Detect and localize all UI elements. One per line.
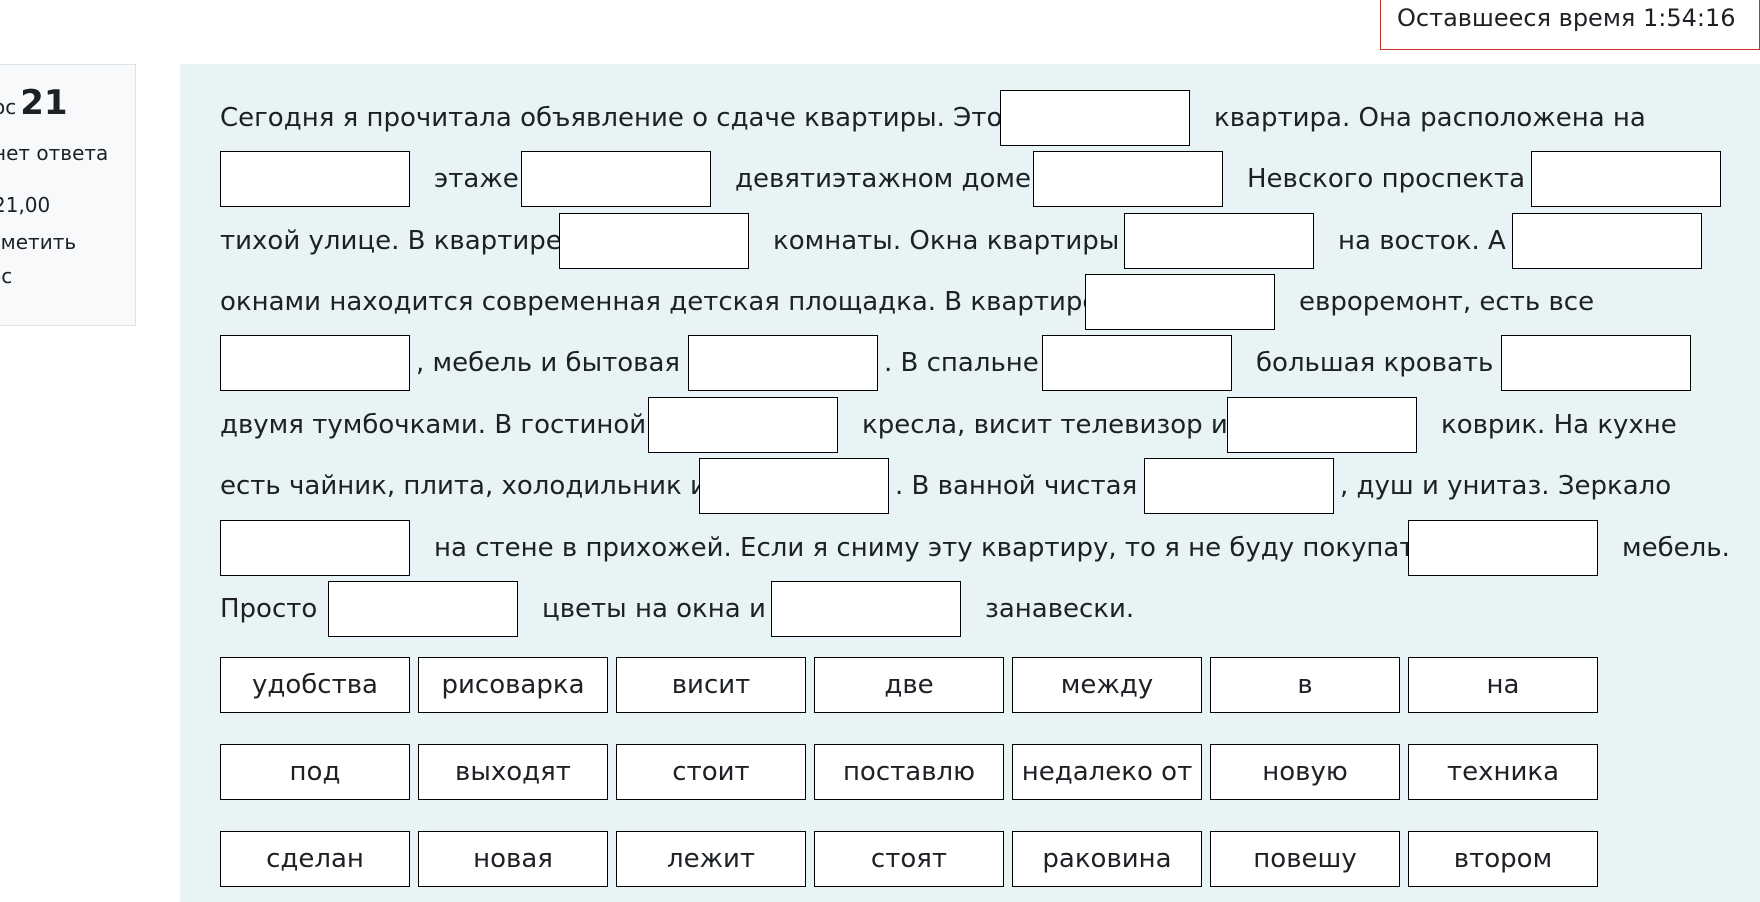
time-remaining: Оставшееся время 1:54:16 xyxy=(1380,0,1760,50)
drop-zone-13[interactable] xyxy=(1501,335,1691,391)
text-fragment: занавески. xyxy=(985,594,1135,624)
question-label: ос xyxy=(0,95,17,119)
drop-zone-14[interactable] xyxy=(648,397,838,453)
drop-zone-20[interactable] xyxy=(328,581,518,637)
text-fragment: двумя тумбочками. В гостиной xyxy=(220,410,647,440)
flag-question-link[interactable]: тметить ос xyxy=(0,225,76,293)
drop-zone-18[interactable] xyxy=(220,520,410,576)
question-number-value: 21 xyxy=(20,83,68,123)
choice-vtorom[interactable]: втором xyxy=(1408,831,1598,887)
text-fragment: , душ и унитаз. Зеркало xyxy=(1340,471,1672,501)
text-fragment: , мебель и бытовая xyxy=(416,348,681,378)
question-content: Сегодня я прочитала объявление о сдаче к… xyxy=(180,64,1760,902)
text-fragment: этаже xyxy=(434,164,519,194)
text-fragment: есть чайник, плита, холодильник и xyxy=(220,471,707,501)
choice-poveshu[interactable]: повешу xyxy=(1210,831,1400,887)
choice-na[interactable]: на xyxy=(1408,657,1598,713)
text-fragment: цветы на окна и xyxy=(542,594,766,624)
drop-zone-21[interactable] xyxy=(771,581,961,637)
text-fragment: Невского проспекта xyxy=(1247,164,1526,194)
question-info-panel: ос21 нет ответа 21,00 тметить ос xyxy=(0,64,136,326)
text-fragment: кресла, висит телевизор и xyxy=(862,410,1228,440)
drop-zone-15[interactable] xyxy=(1227,397,1417,453)
flag-label-line1: тметить xyxy=(0,230,77,254)
choice-v[interactable]: в xyxy=(1210,657,1400,713)
drop-zone-10[interactable] xyxy=(220,335,410,391)
choice-dve[interactable]: две xyxy=(814,657,1004,713)
question-status: нет ответа xyxy=(0,141,109,165)
text-fragment: евроремонт, есть все xyxy=(1299,287,1595,317)
drop-zone-7[interactable] xyxy=(1124,213,1314,269)
choice-udobstva[interactable]: удобства xyxy=(220,657,410,713)
drop-zone-1[interactable] xyxy=(1000,90,1190,146)
drop-zone-3[interactable] xyxy=(521,151,711,207)
text-fragment: мебель. xyxy=(1622,533,1730,563)
drop-zone-4[interactable] xyxy=(1033,151,1223,207)
text-fragment: большая кровать xyxy=(1256,348,1494,378)
text-fragment: Просто xyxy=(220,594,318,624)
choice-vykhodyat[interactable]: выходят xyxy=(418,744,608,800)
drop-zone-6[interactable] xyxy=(559,213,749,269)
drop-zone-17[interactable] xyxy=(1144,458,1334,514)
drop-zone-16[interactable] xyxy=(699,458,889,514)
choice-rakovina[interactable]: раковина xyxy=(1012,831,1202,887)
choice-novuyu[interactable]: новую xyxy=(1210,744,1400,800)
choice-stoyat[interactable]: стоят xyxy=(814,831,1004,887)
drop-zone-19[interactable] xyxy=(1408,520,1598,576)
choice-risovarka[interactable]: рисоварка xyxy=(418,657,608,713)
choice-mezhdu[interactable]: между xyxy=(1012,657,1202,713)
drop-zone-11[interactable] xyxy=(688,335,878,391)
drop-zone-12[interactable] xyxy=(1042,335,1232,391)
question-number: ос21 xyxy=(0,83,68,123)
choice-nedaleko-ot[interactable]: недалеко от xyxy=(1012,744,1202,800)
choice-pod[interactable]: под xyxy=(220,744,410,800)
choice-postavlyu[interactable]: поставлю xyxy=(814,744,1004,800)
text-fragment: комнаты. Окна квартиры xyxy=(773,226,1120,256)
drop-zone-8[interactable] xyxy=(1512,213,1702,269)
choice-visit[interactable]: висит xyxy=(616,657,806,713)
choice-stoit[interactable]: стоит xyxy=(616,744,806,800)
text-fragment: квартира. Она расположена на xyxy=(1214,103,1646,133)
choice-tekhnika[interactable]: техника xyxy=(1408,744,1598,800)
text-fragment: на стене в прихожей. Если я сниму эту кв… xyxy=(434,533,1430,563)
flag-label-line2: ос xyxy=(0,264,13,288)
text-fragment: девятиэтажном доме xyxy=(735,164,1032,194)
text-fragment: Сегодня я прочитала объявление о сдаче к… xyxy=(220,103,1003,133)
text-fragment: на восток. А xyxy=(1338,226,1506,256)
choice-lezhit[interactable]: лежит xyxy=(616,831,806,887)
drop-zone-9[interactable] xyxy=(1085,274,1275,330)
choice-sdelan[interactable]: сделан xyxy=(220,831,410,887)
text-fragment: коврик. На кухне xyxy=(1441,410,1677,440)
question-mark: 21,00 xyxy=(0,193,51,217)
text-fragment: тихой улице. В квартире xyxy=(220,226,562,256)
text-fragment: . В спальне xyxy=(884,348,1039,378)
choice-novaya[interactable]: новая xyxy=(418,831,608,887)
drop-zone-2[interactable] xyxy=(220,151,410,207)
text-fragment: . В ванной чистая xyxy=(895,471,1138,501)
text-fragment: окнами находится современная детская пло… xyxy=(220,287,1099,317)
drop-zone-5[interactable] xyxy=(1531,151,1721,207)
